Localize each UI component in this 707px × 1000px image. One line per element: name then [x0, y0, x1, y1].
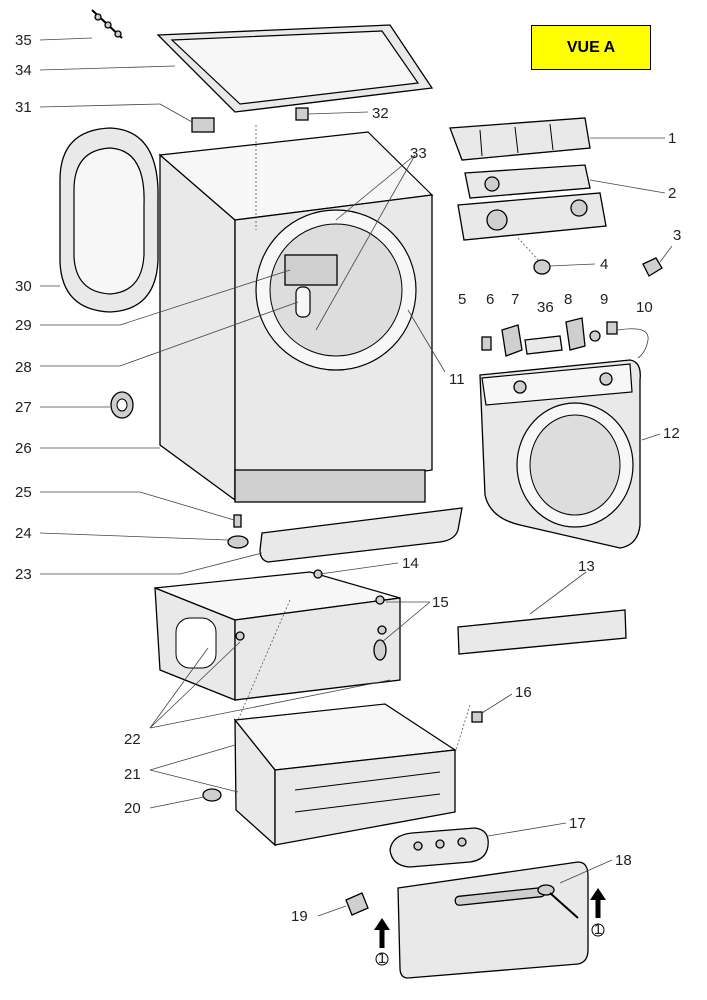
- callout-6: 6: [486, 291, 494, 308]
- callout-14: 14: [402, 555, 419, 572]
- callout-21: 21: [124, 766, 141, 783]
- callout-23: 23: [15, 566, 32, 583]
- pedestal-frame-part: [154, 569, 401, 701]
- latch-part: [295, 286, 311, 318]
- small-clip-part: [295, 107, 309, 121]
- callout-4: 4: [600, 256, 608, 273]
- marker-a: 1: [378, 950, 386, 967]
- roller-part: [202, 788, 222, 802]
- callout-30: 30: [15, 278, 32, 295]
- callout-7: 7: [511, 291, 519, 308]
- callout-36: 36: [537, 299, 554, 316]
- callout-12: 12: [663, 425, 680, 442]
- callout-9: 9: [600, 291, 608, 308]
- callout-22: 22: [124, 731, 141, 748]
- sensor-part: [606, 321, 618, 335]
- callout-labels: 35 34 31 32 1 33 2 3 4 30 5 6 7 8 9 36 1…: [15, 32, 681, 925]
- callout-20: 20: [124, 800, 141, 817]
- button-part: [481, 336, 492, 351]
- callout-29: 29: [15, 317, 32, 334]
- callout-1: 1: [668, 130, 676, 147]
- front-panel-part: [479, 359, 641, 549]
- switch-part: [565, 317, 586, 351]
- adjustable-foot-part: [227, 514, 249, 549]
- callout-13: 13: [578, 558, 595, 575]
- screws-part: [91, 9, 123, 39]
- small-clip-16-part: [471, 711, 483, 723]
- drawer-basket-part: [233, 703, 457, 847]
- door-seal-part: [59, 127, 159, 313]
- callout-27: 27: [15, 399, 32, 416]
- decor-strip-part: [457, 609, 627, 655]
- dispenser-drawer-part: [449, 117, 591, 161]
- knob-part: [533, 259, 551, 275]
- marker-b: 1: [594, 921, 602, 938]
- cabinet-body-part: [158, 131, 434, 503]
- leader-lines: [39, 37, 673, 917]
- callout-15: 15: [432, 594, 449, 611]
- callout-19: 19: [291, 908, 308, 925]
- callout-25: 25: [15, 484, 32, 501]
- clip-part: [191, 117, 215, 133]
- button-bar-part: [524, 335, 563, 355]
- callout-18: 18: [615, 852, 632, 869]
- callout-8: 8: [564, 291, 572, 308]
- callout-16: 16: [515, 684, 532, 701]
- plinth-part: [259, 507, 463, 563]
- wire-part: [617, 328, 649, 359]
- callout-34: 34: [15, 62, 32, 79]
- callout-28: 28: [15, 359, 32, 376]
- callout-17: 17: [569, 815, 586, 832]
- callout-2: 2: [668, 185, 676, 202]
- callout-31: 31: [15, 99, 32, 116]
- handle-bracket-part: [389, 827, 489, 868]
- dispenser-opening: [284, 254, 338, 286]
- callout-3: 3: [673, 227, 681, 244]
- display-board-part: [464, 164, 591, 199]
- direction-arrow-b: [590, 888, 606, 937]
- view-label-box: VUE A: [531, 25, 651, 70]
- electronic-board-part: [457, 192, 607, 263]
- callout-33: 33: [410, 145, 427, 162]
- callout-32: 32: [372, 105, 389, 122]
- drawer-front-part: [397, 861, 589, 979]
- connector-part: [642, 257, 663, 277]
- callout-10: 10: [636, 299, 653, 316]
- callout-35: 35: [15, 32, 32, 49]
- callout-11: 11: [449, 371, 465, 388]
- direction-arrow-a: [374, 918, 390, 966]
- lamp-part: [589, 330, 601, 342]
- hose-clip-part: [110, 391, 134, 419]
- view-label: VUE A: [566, 38, 616, 56]
- top-lid-part: [156, 24, 434, 113]
- callout-5: 5: [458, 291, 466, 308]
- callout-26: 26: [15, 440, 32, 457]
- lever-part: [501, 324, 523, 357]
- latch-19-part: [345, 892, 369, 916]
- callout-24: 24: [15, 525, 32, 542]
